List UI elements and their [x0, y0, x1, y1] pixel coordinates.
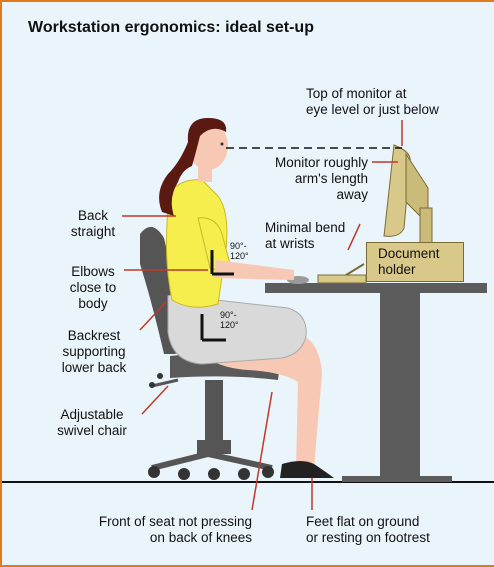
label-line: supporting	[54, 344, 134, 360]
label-document-holder: Document holder	[378, 246, 440, 278]
label-line: Monitor roughly	[248, 155, 368, 171]
label-line: body	[58, 296, 128, 312]
label-chair: Adjustable swivel chair	[42, 407, 142, 439]
hip-angle-label: 90°- 120°	[220, 310, 239, 330]
angle-line: 120°	[230, 251, 249, 261]
angle-line: 120°	[220, 320, 239, 330]
label-line: Document	[378, 246, 440, 262]
label-line: away	[248, 187, 368, 203]
elbow-angle-label: 90°- 120°	[230, 241, 249, 261]
label-elbows: Elbows close to body	[58, 264, 128, 312]
label-line: on back of knees	[42, 530, 252, 546]
label-line: at wrists	[265, 236, 345, 252]
label-top-of-monitor: Top of monitor at eye level or just belo…	[306, 86, 439, 118]
label-line: lower back	[54, 360, 134, 376]
label-line: Feet flat on ground	[306, 514, 430, 530]
label-line: Front of seat not pressing	[42, 514, 252, 530]
label-line: holder	[378, 262, 440, 278]
label-line: Elbows	[58, 264, 128, 280]
label-line: eye level or just below	[306, 102, 439, 118]
label-back: Back straight	[58, 208, 128, 240]
label-line: arm's length	[248, 171, 368, 187]
label-backrest: Backrest supporting lower back	[54, 328, 134, 376]
label-line: Top of monitor at	[306, 86, 439, 102]
label-line: or resting on footrest	[306, 530, 430, 546]
label-seat: Front of seat not pressing on back of kn…	[42, 514, 252, 546]
label-line: Back	[58, 208, 128, 224]
label-line: close to	[58, 280, 128, 296]
monitor	[384, 145, 432, 248]
diagram-title: Workstation ergonomics: ideal set-up	[28, 19, 314, 37]
label-wrists: Minimal bend at wrists	[265, 220, 345, 252]
angle-line: 90°-	[220, 310, 239, 320]
label-line: Backrest	[54, 328, 134, 344]
label-monitor-distance: Monitor roughly arm's length away	[248, 155, 368, 203]
label-feet: Feet flat on ground or resting on footre…	[306, 514, 430, 546]
keyboard	[318, 275, 366, 283]
label-line: straight	[58, 224, 128, 240]
label-line: Minimal bend	[265, 220, 345, 236]
angle-line: 90°-	[230, 241, 249, 251]
label-line: swivel chair	[42, 423, 142, 439]
label-line: Adjustable	[42, 407, 142, 423]
